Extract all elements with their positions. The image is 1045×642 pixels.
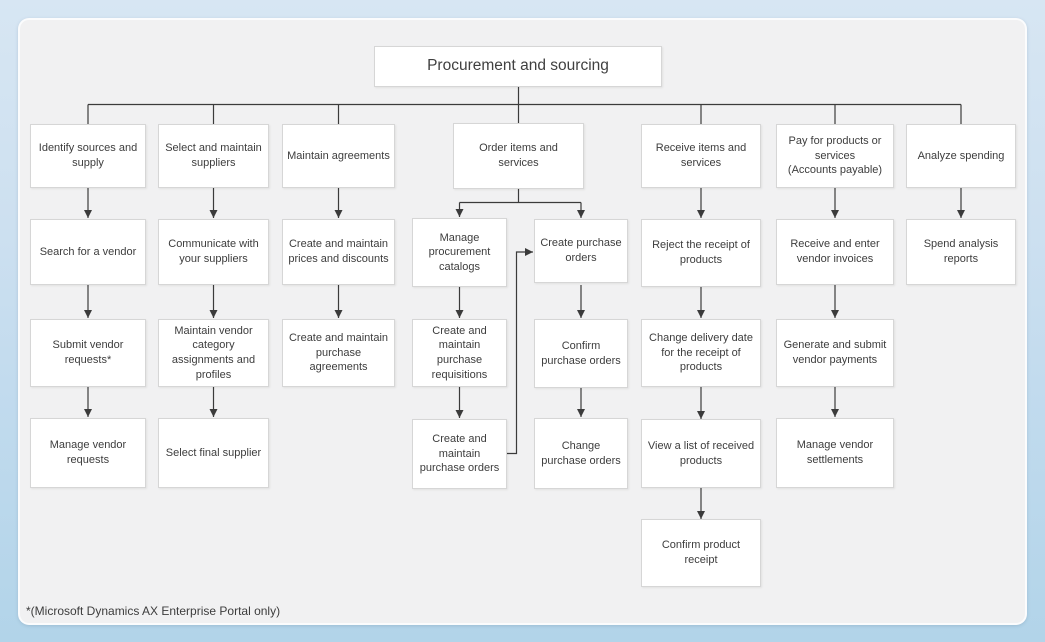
node-create-maintain-purchase-orders: Create and maintain purchase orders [412,419,507,489]
node-communicate-with-your-suppliers: Communicate with your suppliers [158,219,269,285]
node-receive-enter-vendor-invoices: Receive and enter vendor invoices [776,219,894,285]
node-reject-receipt-of-products: Reject the receipt of products [641,219,761,287]
node-change-delivery-date: Change delivery date for the receipt of … [641,319,761,387]
footnote: *(Microsoft Dynamics AX Enterprise Porta… [26,604,281,618]
node-create-maintain-prices-discounts: Create and maintain prices and discounts [282,219,395,285]
node-select-final-supplier: Select final supplier [158,418,269,488]
node-confirm-purchase-orders: Confirm purchase orders [534,319,628,388]
node-receive-items-and-services: Receive items and services [641,124,761,188]
node-pay-for-products-or-services: Pay for products or services (Accounts p… [776,124,894,188]
node-analyze-spending: Analyze spending [906,124,1016,188]
node-change-purchase-orders: Change purchase orders [534,418,628,489]
node-identify-sources-and-supply: Identify sources and supply [30,124,146,188]
node-order-items-and-services: Order items and services [453,123,584,189]
node-confirm-product-receipt: Confirm product receipt [641,519,761,587]
node-create-purchase-orders: Create purchase orders [534,219,628,283]
node-manage-vendor-settlements: Manage vendor settlements [776,418,894,488]
node-spend-analysis-reports: Spend analysis reports [906,219,1016,285]
node-procurement-and-sourcing: Procurement and sourcing [374,46,662,87]
node-manage-vendor-requests: Manage vendor requests [30,418,146,488]
node-create-maintain-purchase-requisitions: Create and maintain purchase requisition… [412,319,507,387]
node-select-and-maintain-suppliers: Select and maintain suppliers [158,124,269,188]
node-maintain-vendor-category-assignments: Maintain vendor category assignments and… [158,319,269,387]
node-view-received-products: View a list of received products [641,419,761,488]
node-create-maintain-purchase-agreements: Create and maintain purchase agreements [282,319,395,387]
node-submit-vendor-requests: Submit vendor requests* [30,319,146,387]
node-manage-procurement-catalogs: Manage procurement catalogs [412,218,507,287]
node-search-for-a-vendor: Search for a vendor [30,219,146,285]
node-generate-submit-vendor-payments: Generate and submit vendor payments [776,319,894,387]
node-maintain-agreements: Maintain agreements [282,124,395,188]
